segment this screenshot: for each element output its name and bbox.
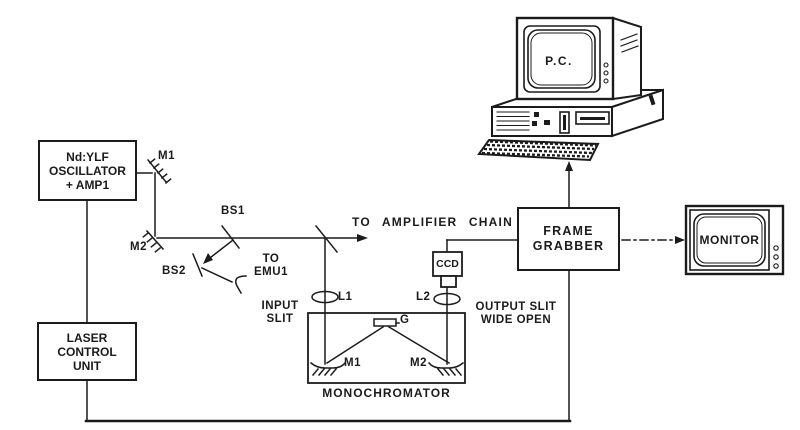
ccd-box <box>432 251 463 288</box>
mirror-m2-icon <box>142 229 165 253</box>
lens-l1-label: L1 <box>338 291 353 303</box>
mono-mirror-m1-icon <box>309 361 347 377</box>
laser-control-line-3: UNIT <box>73 358 101 373</box>
monitor-icon <box>684 204 785 276</box>
mono-mirror-m2-label: M2 <box>410 357 427 369</box>
pickoff-mirror-icon <box>314 224 339 254</box>
oscillator-box-label: Nd:YLF OSCILLATOR + AMP1 <box>39 141 136 200</box>
beamsplitter-bs1-icon <box>220 224 241 250</box>
mono-mirror-m1-label: M1 <box>344 357 361 369</box>
grating-label: G <box>400 314 410 326</box>
input-slit-label: INPUT SLIT <box>255 300 305 326</box>
lens-l2-label: L2 <box>416 291 431 303</box>
mono-mirror-m2-icon <box>427 361 465 377</box>
laser-control-line-1: LASER <box>66 330 108 345</box>
beamsplitter-bs2-icon <box>192 238 235 277</box>
beamsplitter-bs2-label: BS2 <box>162 265 186 277</box>
monochromator-label: MONOCHROMATOR <box>322 386 451 400</box>
oscillator-line-1: Nd:YLF <box>66 149 109 164</box>
input-slit-line-1: INPUT <box>261 300 299 312</box>
oscillator-line-3: + AMP1 <box>65 177 110 192</box>
frame-grabber-line-1: FRAME <box>543 224 594 238</box>
mirror-m2-label: M2 <box>130 241 147 253</box>
frame-grabber-line-2: GRABBER <box>532 239 605 253</box>
to-emu1-label: TO EMU1 <box>250 253 292 279</box>
to-emu1-line-1: TO <box>262 253 280 265</box>
ccd-label: CCD <box>436 258 459 270</box>
laser-control-line-2: CONTROL <box>57 344 117 359</box>
grating-icon <box>325 318 451 365</box>
laser-control-box <box>37 322 137 381</box>
mirror-m1-label: M1 <box>158 150 175 162</box>
to-amplifier-chain-label: TO AMPLIFIER CHAIN <box>352 215 513 229</box>
output-slit-line-2: WIDE OPEN <box>480 314 552 326</box>
frame-grabber-box <box>517 207 620 271</box>
input-slit-line-2: SLIT <box>266 313 294 325</box>
frame-grabber-box-label: FRAME GRABBER <box>518 208 619 270</box>
output-slit-label: OUTPUT SLIT WIDE OPEN <box>468 301 564 327</box>
beamsplitter-bs1-label: BS1 <box>221 205 245 217</box>
monochromator-box <box>307 312 466 384</box>
oscillator-line-2: OSCILLATOR <box>49 163 126 178</box>
oscillator-box <box>38 140 137 201</box>
pc-computer-icon <box>477 16 664 162</box>
pc-screen-label: P.C. <box>545 54 573 68</box>
to-emu1-line-2: EMU1 <box>254 266 288 278</box>
output-slit-line-1: OUTPUT SLIT <box>475 301 557 313</box>
emu1-arrow-icon <box>201 267 247 295</box>
mirror-m1-icon <box>146 158 172 185</box>
beam-and-wire-lines <box>84 169 676 423</box>
laser-control-box-label: LASER CONTROL UNIT <box>38 323 136 380</box>
monitor-screen-label: MONITOR <box>699 233 760 247</box>
